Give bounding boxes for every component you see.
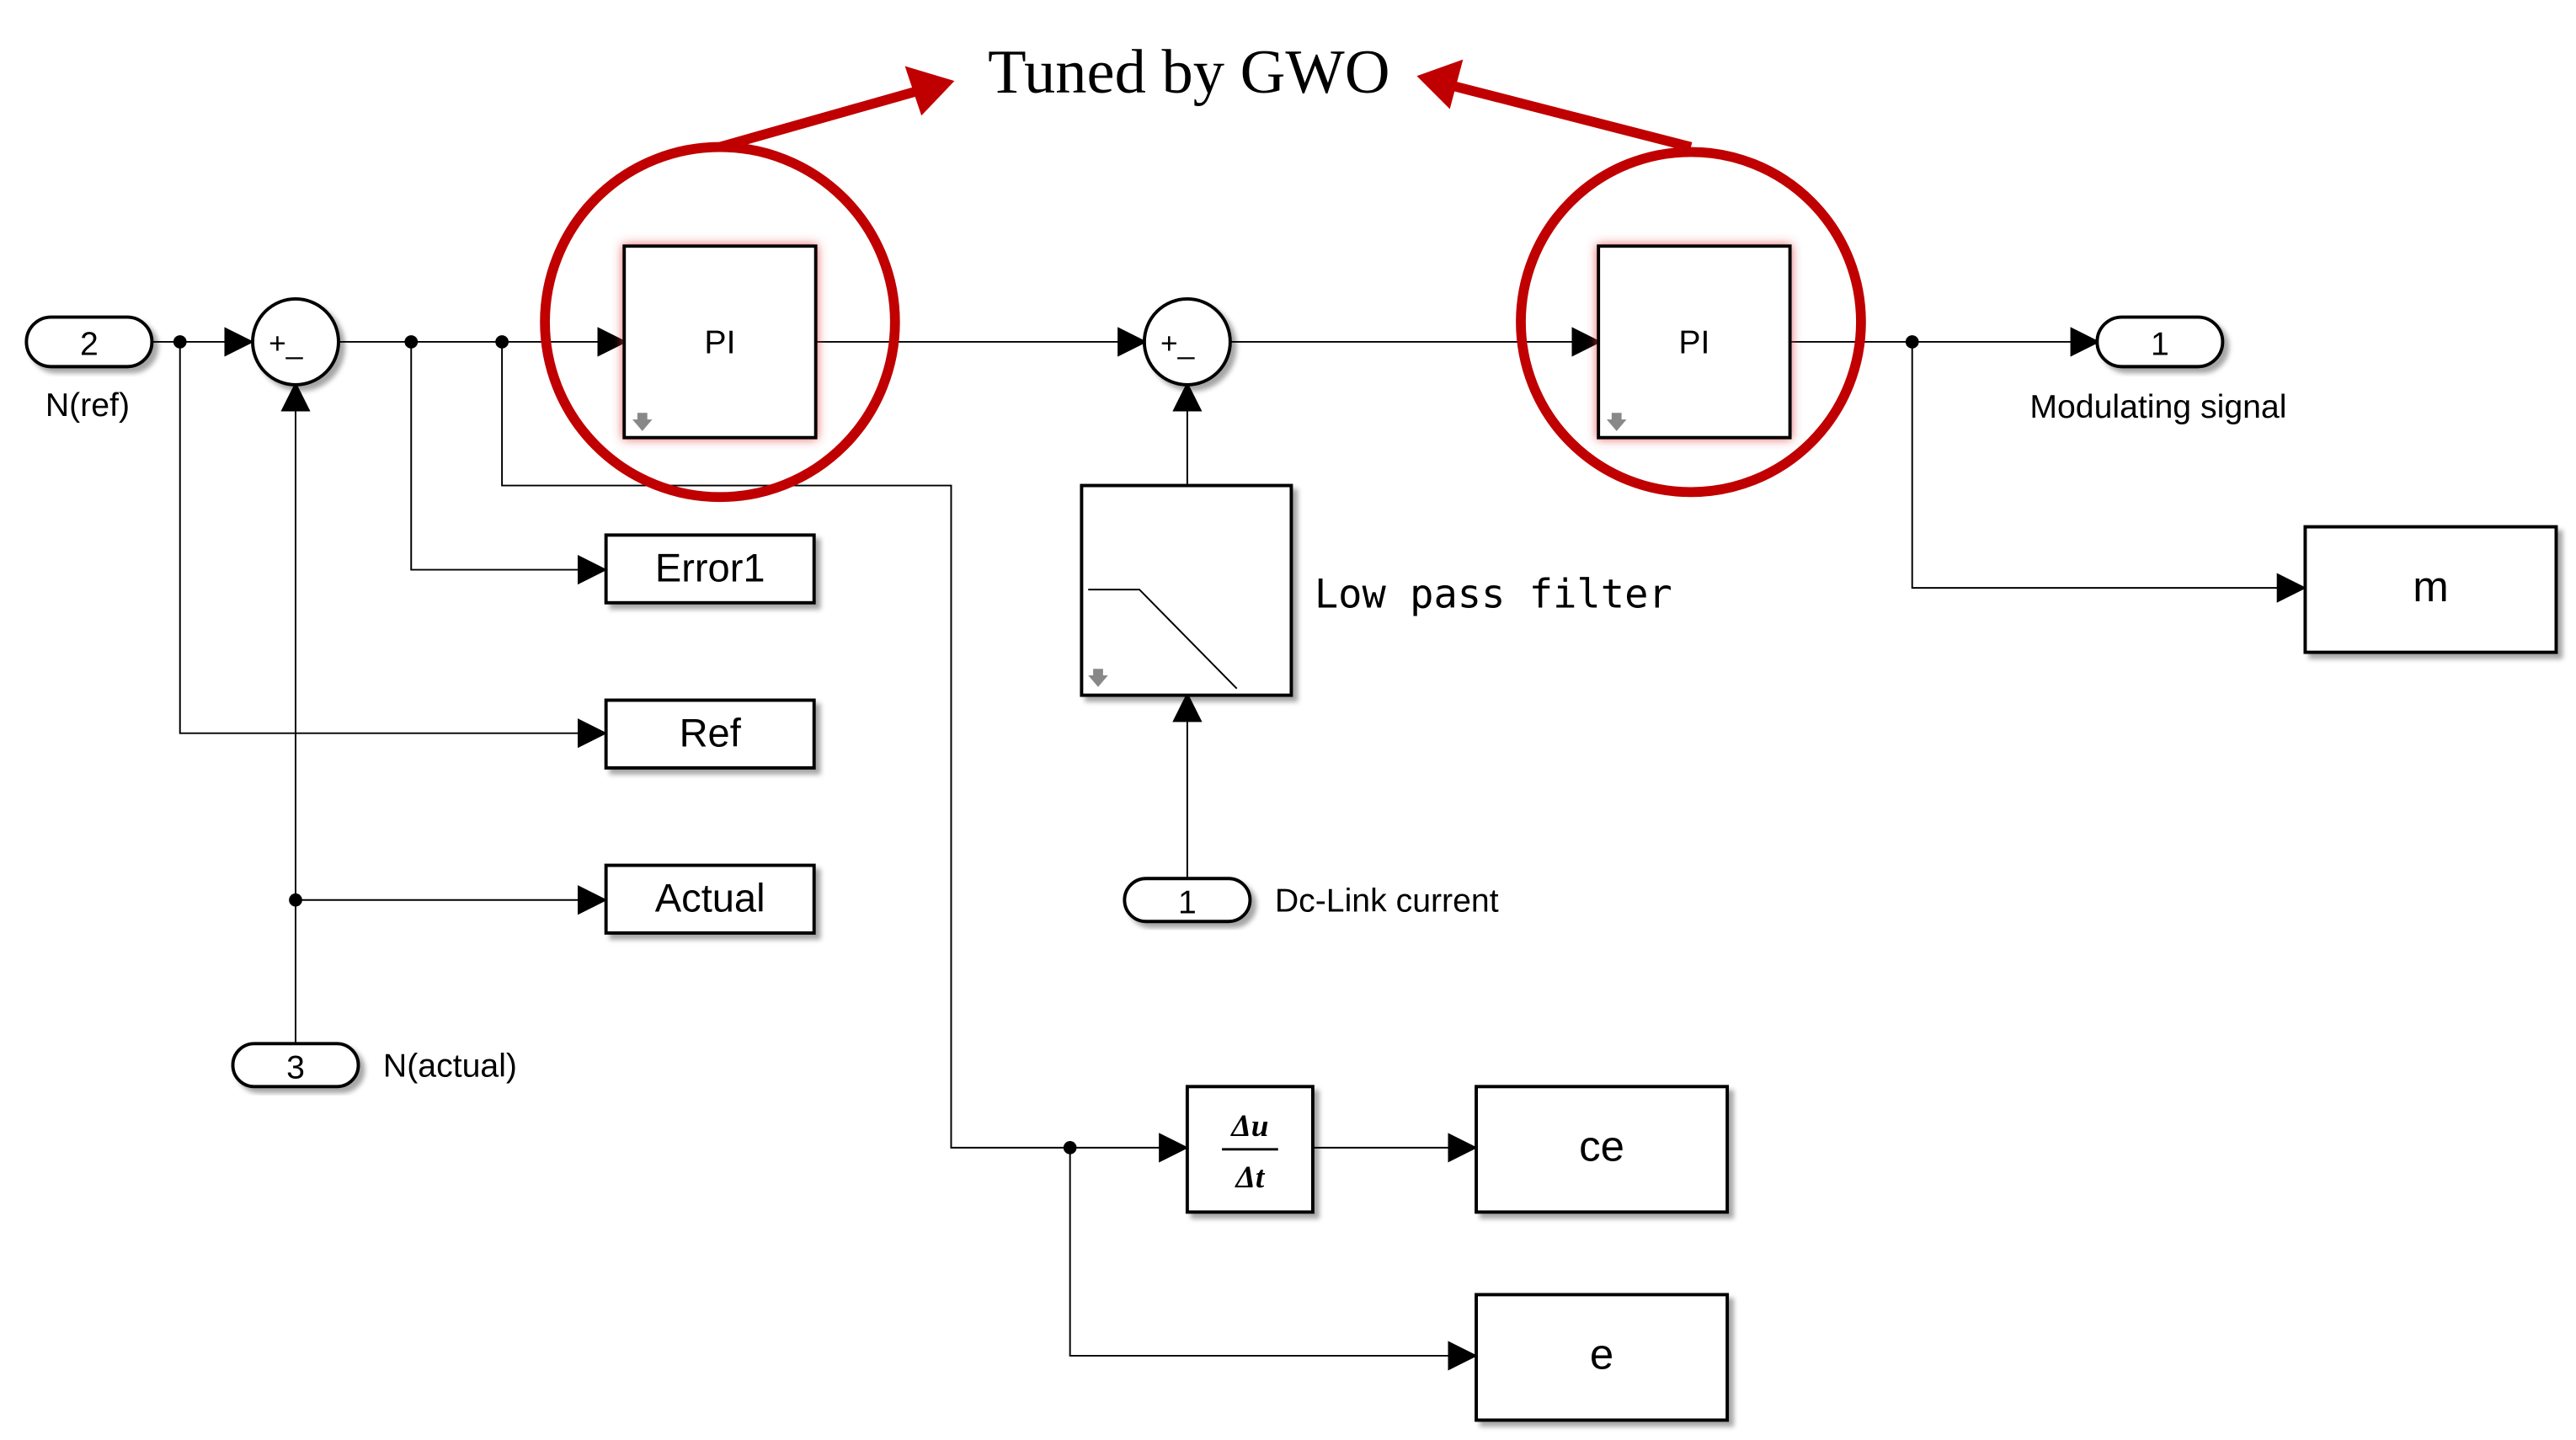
inport-dc-number: 1 [1178, 884, 1197, 920]
branch-dot [495, 335, 509, 349]
inport-actual[interactable]: 3 N(actual) [231, 1042, 517, 1089]
inport-ref-number: 2 [80, 327, 99, 363]
goto-error1-label: Error1 [655, 545, 765, 589]
branch-dot [1063, 1141, 1077, 1155]
inport-actual-label: N(actual) [383, 1048, 517, 1085]
annotation-arrowhead-right [1416, 59, 1464, 109]
pi-controller-2[interactable]: PI [1597, 244, 1792, 440]
scope-m[interactable]: m [2303, 525, 2558, 654]
annotation-arrow-left [718, 86, 920, 152]
sum2-signs: +_ [1160, 328, 1196, 360]
inport-dc-link[interactable]: 1 Dc-Link current [1123, 877, 1499, 924]
highlight-circle-pi2 [1516, 147, 1866, 498]
inport-actual-number: 3 [286, 1050, 305, 1086]
branch-points [173, 335, 1919, 1155]
annotation-arrow-right [1452, 81, 1693, 152]
wire-ref-to-ref-tag [179, 341, 608, 749]
mask-arrow-icon [1088, 669, 1108, 687]
scope-e-label: e [1590, 1331, 1613, 1379]
branch-dot [404, 335, 419, 349]
branch-dot [1905, 335, 1919, 349]
outport-modulating[interactable]: 1 Modulating signal [2029, 315, 2286, 426]
low-pass-filter-block[interactable]: Low pass filter [1080, 483, 1672, 697]
filter-label: Low pass filter [1315, 572, 1672, 618]
sum-block-1[interactable]: +_ [251, 297, 340, 387]
outport-label: Modulating signal [2029, 389, 2286, 425]
goto-ref-label: Ref [680, 710, 742, 755]
sum1-signs: +_ [269, 328, 304, 360]
wire-error-to-derivative [501, 341, 1189, 1163]
mask-arrow-icon [632, 413, 653, 431]
goto-actual-label: Actual [655, 875, 765, 920]
wire-error-to-e-scope [1069, 1147, 1478, 1371]
branch-dot [289, 893, 302, 907]
goto-ref[interactable]: Ref [604, 698, 816, 770]
wire-pi2-to-m-scope [1911, 341, 2307, 603]
goto-actual[interactable]: Actual [604, 863, 816, 935]
sum-block-2[interactable]: +_ [1142, 297, 1232, 387]
scope-m-label: m [2413, 563, 2448, 611]
inport-ref-label: N(ref) [45, 387, 130, 424]
signal-lines [152, 327, 2307, 1371]
gwo-annotation: Tuned by GWO [540, 38, 1866, 503]
inport-ref[interactable]: 2 N(ref) [24, 315, 154, 424]
pi2-label: PI [1678, 325, 1709, 361]
inport-dc-label: Dc-Link current [1275, 883, 1499, 919]
wire-error-to-error1-tag [410, 341, 608, 585]
mask-arrow-icon [1606, 413, 1627, 431]
branch-dot [173, 335, 187, 349]
derivative-denominator: Δt [1235, 1160, 1266, 1195]
scope-e[interactable]: e [1475, 1293, 1730, 1422]
scope-ce[interactable]: ce [1475, 1085, 1730, 1214]
outport-number: 1 [2151, 327, 2169, 363]
pi1-label: PI [704, 325, 735, 361]
annotation-text: Tuned by GWO [988, 38, 1389, 107]
pi-controller-1[interactable]: PI [622, 244, 818, 440]
goto-error1[interactable]: Error1 [604, 533, 816, 605]
derivative-numerator: Δu [1229, 1109, 1268, 1144]
filter-response-icon [1088, 589, 1238, 690]
derivative-block[interactable]: Δu Δt [1185, 1085, 1315, 1214]
scope-ce-label: ce [1579, 1123, 1624, 1171]
